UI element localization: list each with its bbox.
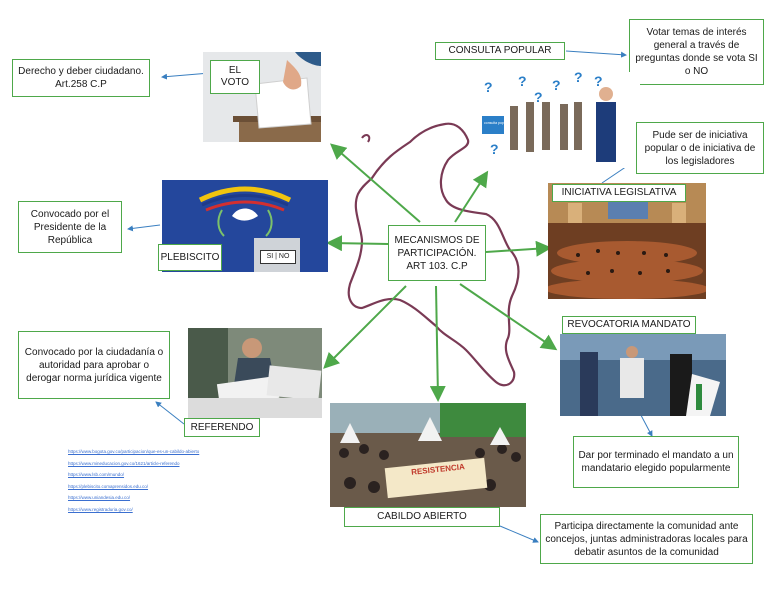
plebiscito-label-text: PLEBISCITO — [160, 251, 220, 263]
center-node-text: MECANISMOS DE PARTICIPACIÓN. ART 103. C.… — [394, 234, 480, 272]
references-list: https://www.bogota.gov.co/participacion/… — [68, 446, 199, 516]
plebiscito-label: PLEBISCITO — [158, 244, 222, 271]
consulta-label-text: CONSULTA POPULAR — [448, 45, 552, 56]
svg-text:?: ? — [518, 73, 527, 89]
iniciativa-description: Pude ser de iniciativa popular o de inic… — [636, 122, 764, 174]
reference-link[interactable]: https://plebiscito.comaprensidos.edu.co/ — [68, 483, 149, 489]
referendo-label-text: REFERENDO — [190, 421, 254, 433]
plebiscito-description-text: Convocado por el Presidente de la Repúbl… — [30, 208, 110, 246]
revocatoria-description-text: Dar por terminado el mandato a un mandat… — [578, 450, 734, 474]
cabildo-label: CABILDO ABIERTO — [344, 507, 500, 527]
iniciativa-image — [548, 183, 706, 299]
iniciativa-label: INICIATIVA LEGISLATIVA — [552, 184, 686, 202]
svg-text:?: ? — [490, 141, 499, 157]
plebiscito-description: Convocado por el Presidente de la Repúbl… — [18, 201, 122, 253]
referendo-description: Convocado por la ciudadanía o autoridad … — [18, 331, 170, 399]
voto-description: Derecho y deber ciudadano. Art.258 C.P — [12, 59, 150, 97]
revocatoria-label: REVOCATORIA MANDATO — [562, 316, 696, 334]
consulta-description-text: Votar temas de interés general a través … — [635, 27, 758, 77]
reference-link[interactable]: https://www.uniandesia.edu.co/ — [68, 495, 131, 501]
cabildo-description-text: Participa directamente la comunidad ante… — [545, 520, 748, 558]
cabildo-image: RESISTENCIA — [330, 403, 526, 507]
plebiscito-ballot: SI | NO — [260, 250, 296, 264]
voto-image — [203, 52, 321, 142]
revocatoria-description: Dar por terminado el mandato a un mandat… — [573, 436, 739, 488]
consulta-sign-text: consulta popular — [484, 121, 511, 125]
svg-text:?: ? — [484, 79, 493, 95]
svg-text:?: ? — [594, 73, 603, 89]
reference-link[interactable]: https://www.lsb.com/mundo/ — [68, 472, 125, 478]
consulta-image: ??? ??? ? consulta popular — [474, 72, 640, 168]
reference-link[interactable]: https://www.registraduria.gov.co/ — [68, 506, 133, 512]
iniciativa-description-text: Pude ser de iniciativa popular o de inic… — [644, 129, 756, 167]
reference-link[interactable]: https://www.mineducacion.gov.co/1621/art… — [68, 460, 180, 466]
cabildo-description: Participa directamente la comunidad ante… — [540, 514, 753, 564]
voto-label-text: EL VOTO — [220, 65, 250, 88]
revocatoria-image — [560, 334, 726, 416]
cabildo-label-text: CABILDO ABIERTO — [377, 511, 467, 522]
iniciativa-label-text: INICIATIVA LEGISLATIVA — [561, 187, 677, 198]
referendo-description-text: Convocado por la ciudadanía o autoridad … — [24, 346, 164, 384]
svg-text:?: ? — [574, 72, 583, 85]
consulta-label: CONSULTA POPULAR — [435, 42, 565, 60]
voto-label: EL VOTO — [210, 60, 260, 94]
center-node: MECANISMOS DE PARTICIPACIÓN. ART 103. C.… — [388, 225, 486, 281]
consulta-description: Votar temas de interés general a través … — [629, 19, 764, 85]
referendo-label: REFERENDO — [184, 418, 260, 437]
svg-text:?: ? — [534, 89, 543, 105]
colombia-map-outline — [347, 122, 520, 387]
revocatoria-label-text: REVOCATORIA MANDATO — [567, 319, 691, 330]
referendo-image — [188, 328, 322, 418]
reference-link[interactable]: https://www.bogota.gov.co/participacion/… — [68, 449, 200, 454]
svg-text:?: ? — [552, 77, 561, 93]
voto-description-text: Derecho y deber ciudadano. Art.258 C.P — [18, 66, 144, 90]
